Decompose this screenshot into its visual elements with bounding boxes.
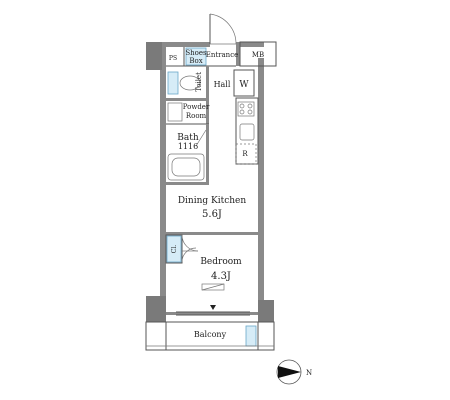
label-toilet: Toilet — [195, 72, 203, 92]
label-r: R — [242, 150, 248, 158]
label-dining-kitchen-size: 5.6J — [202, 209, 222, 220]
label-shoes: Shoes — [185, 49, 207, 57]
refrigerator-space — [235, 143, 257, 165]
label-balcony: Balcony — [194, 330, 227, 339]
room-labels: PS Shoes Box Entrance MB Toilet Hall W P… — [169, 49, 264, 339]
label-mb: MB — [252, 51, 264, 59]
label-powder: Powder — [183, 103, 210, 111]
label-room: Room — [186, 112, 207, 120]
label-w: W — [239, 80, 249, 90]
north-arrow-icon — [278, 366, 301, 378]
mb-box — [239, 41, 277, 67]
label-bath-size: 1116 — [178, 142, 198, 151]
stove — [237, 101, 255, 117]
toilet-tank — [167, 71, 179, 95]
label-ps: PS — [169, 55, 177, 62]
label-entrance: Entrance — [206, 51, 239, 59]
label-dining-kitchen: Dining Kitchen — [178, 196, 247, 206]
closet-fixture — [166, 235, 182, 263]
shoes-box-fixture — [185, 47, 207, 66]
interior-partitions — [165, 47, 259, 264]
compass-north-label: N — [306, 369, 312, 377]
fixtures — [166, 47, 257, 316]
kitchen-sink — [239, 123, 255, 141]
label-closet: Cl. — [171, 245, 178, 254]
entrance-door — [209, 13, 237, 45]
balcony — [145, 321, 275, 351]
label-hall: Hall — [214, 80, 231, 89]
label-box: Box — [189, 57, 202, 65]
compass: N — [276, 359, 312, 385]
label-bedroom: Bedroom — [200, 257, 242, 267]
bathtub — [167, 153, 205, 181]
toilet-bowl — [179, 75, 201, 91]
label-bedroom-size: 4.3J — [211, 271, 231, 282]
outer-walls — [146, 42, 274, 322]
label-bath: Bath — [177, 133, 199, 143]
